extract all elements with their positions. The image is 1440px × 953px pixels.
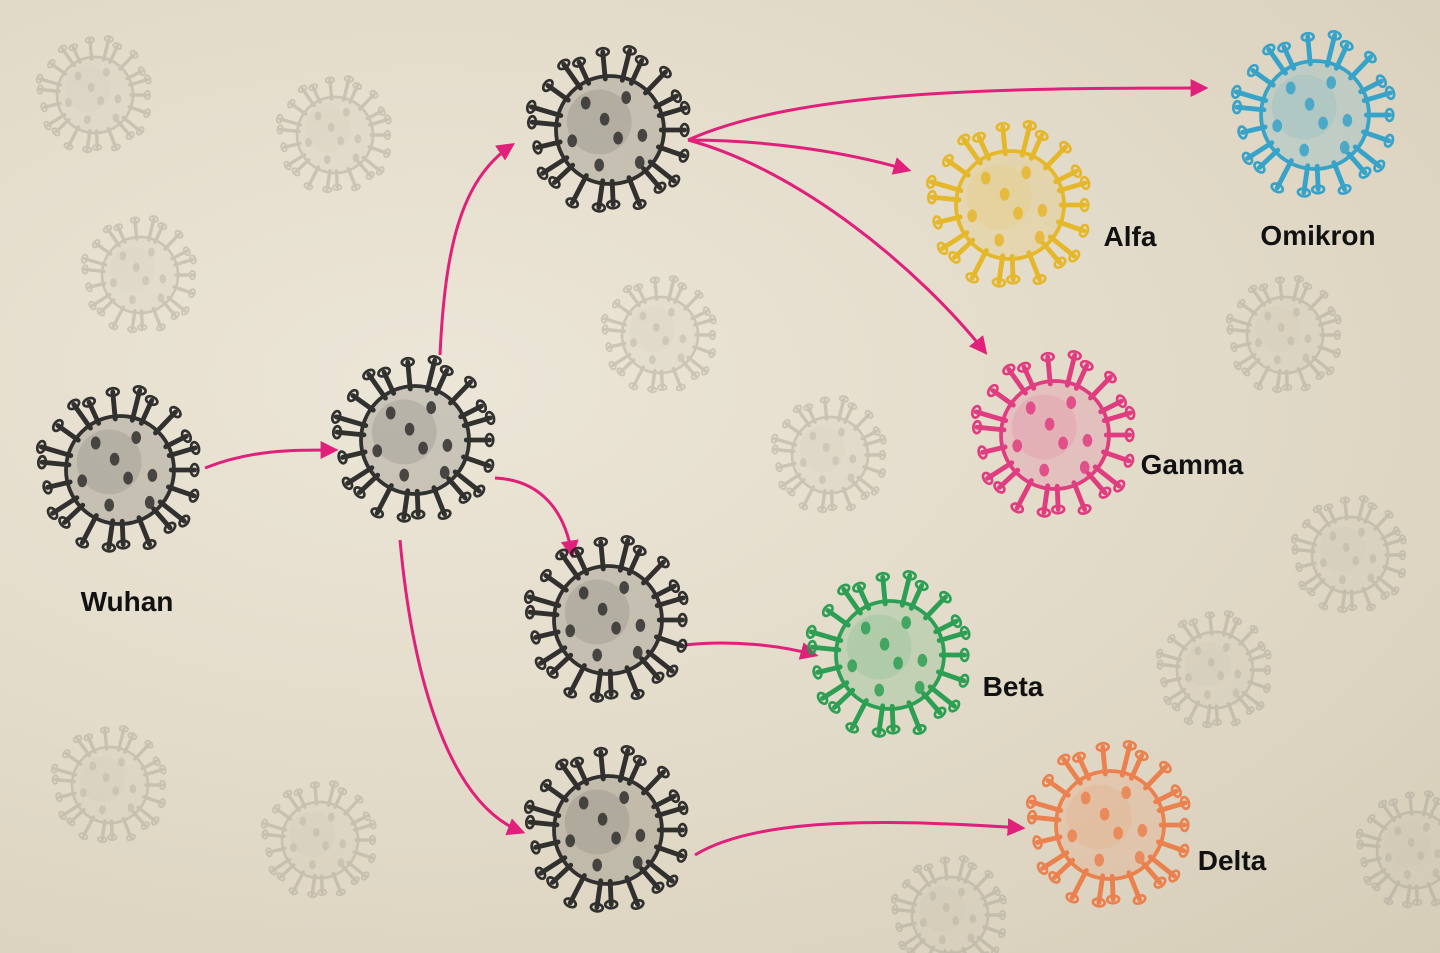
label-alfa: Alfa xyxy=(1103,221,1157,252)
arrow-n1-to-n3 xyxy=(494,476,579,559)
arrow-n1-to-n4 xyxy=(398,539,526,836)
virus-n4-icon xyxy=(523,745,689,913)
label-omikron: Omikron xyxy=(1260,220,1376,251)
virus-beta-icon xyxy=(805,570,971,738)
label-delta: Delta xyxy=(1197,845,1267,876)
faded-virus-icon xyxy=(770,395,887,514)
faded-virus-icon xyxy=(80,215,197,334)
virus-gamma-icon xyxy=(970,350,1136,518)
arrow-n2-to-gamma xyxy=(687,138,988,355)
label-gamma: Gamma xyxy=(1140,449,1244,480)
arrow-n2-to-alfa xyxy=(687,138,912,175)
arrow-n1-to-n2 xyxy=(438,142,515,356)
arrow-wuhan-to-n1 xyxy=(204,441,339,470)
faded-virus-icon xyxy=(1355,790,1440,909)
arrow-n2-to-omikron xyxy=(687,79,1209,142)
virus-omikron-icon xyxy=(1230,30,1396,198)
virus-n3-icon xyxy=(523,535,689,703)
faded-virus-icon xyxy=(50,725,167,844)
virus-alfa-icon xyxy=(925,120,1091,288)
faded-virus-icon xyxy=(1290,495,1407,614)
faded-virus-icon xyxy=(275,75,392,194)
arrow-n4-to-delta xyxy=(694,818,1026,857)
label-wuhan: Wuhan xyxy=(80,586,174,617)
faded-virus-icon xyxy=(890,855,1007,953)
virus-n1-icon xyxy=(330,355,496,523)
faded-virus-icon xyxy=(35,35,152,154)
virus-delta-icon xyxy=(1025,740,1191,908)
virus-wuhan-icon xyxy=(35,385,201,553)
faded-virus-icon xyxy=(600,275,717,394)
faded-virus-icon xyxy=(1225,275,1342,394)
arrow-n3-to-beta xyxy=(684,641,819,660)
faded-virus-icon xyxy=(260,780,377,899)
faded-virus-icon xyxy=(1155,610,1272,729)
virus-n2-icon xyxy=(525,45,691,213)
label-beta: Beta xyxy=(982,671,1044,702)
